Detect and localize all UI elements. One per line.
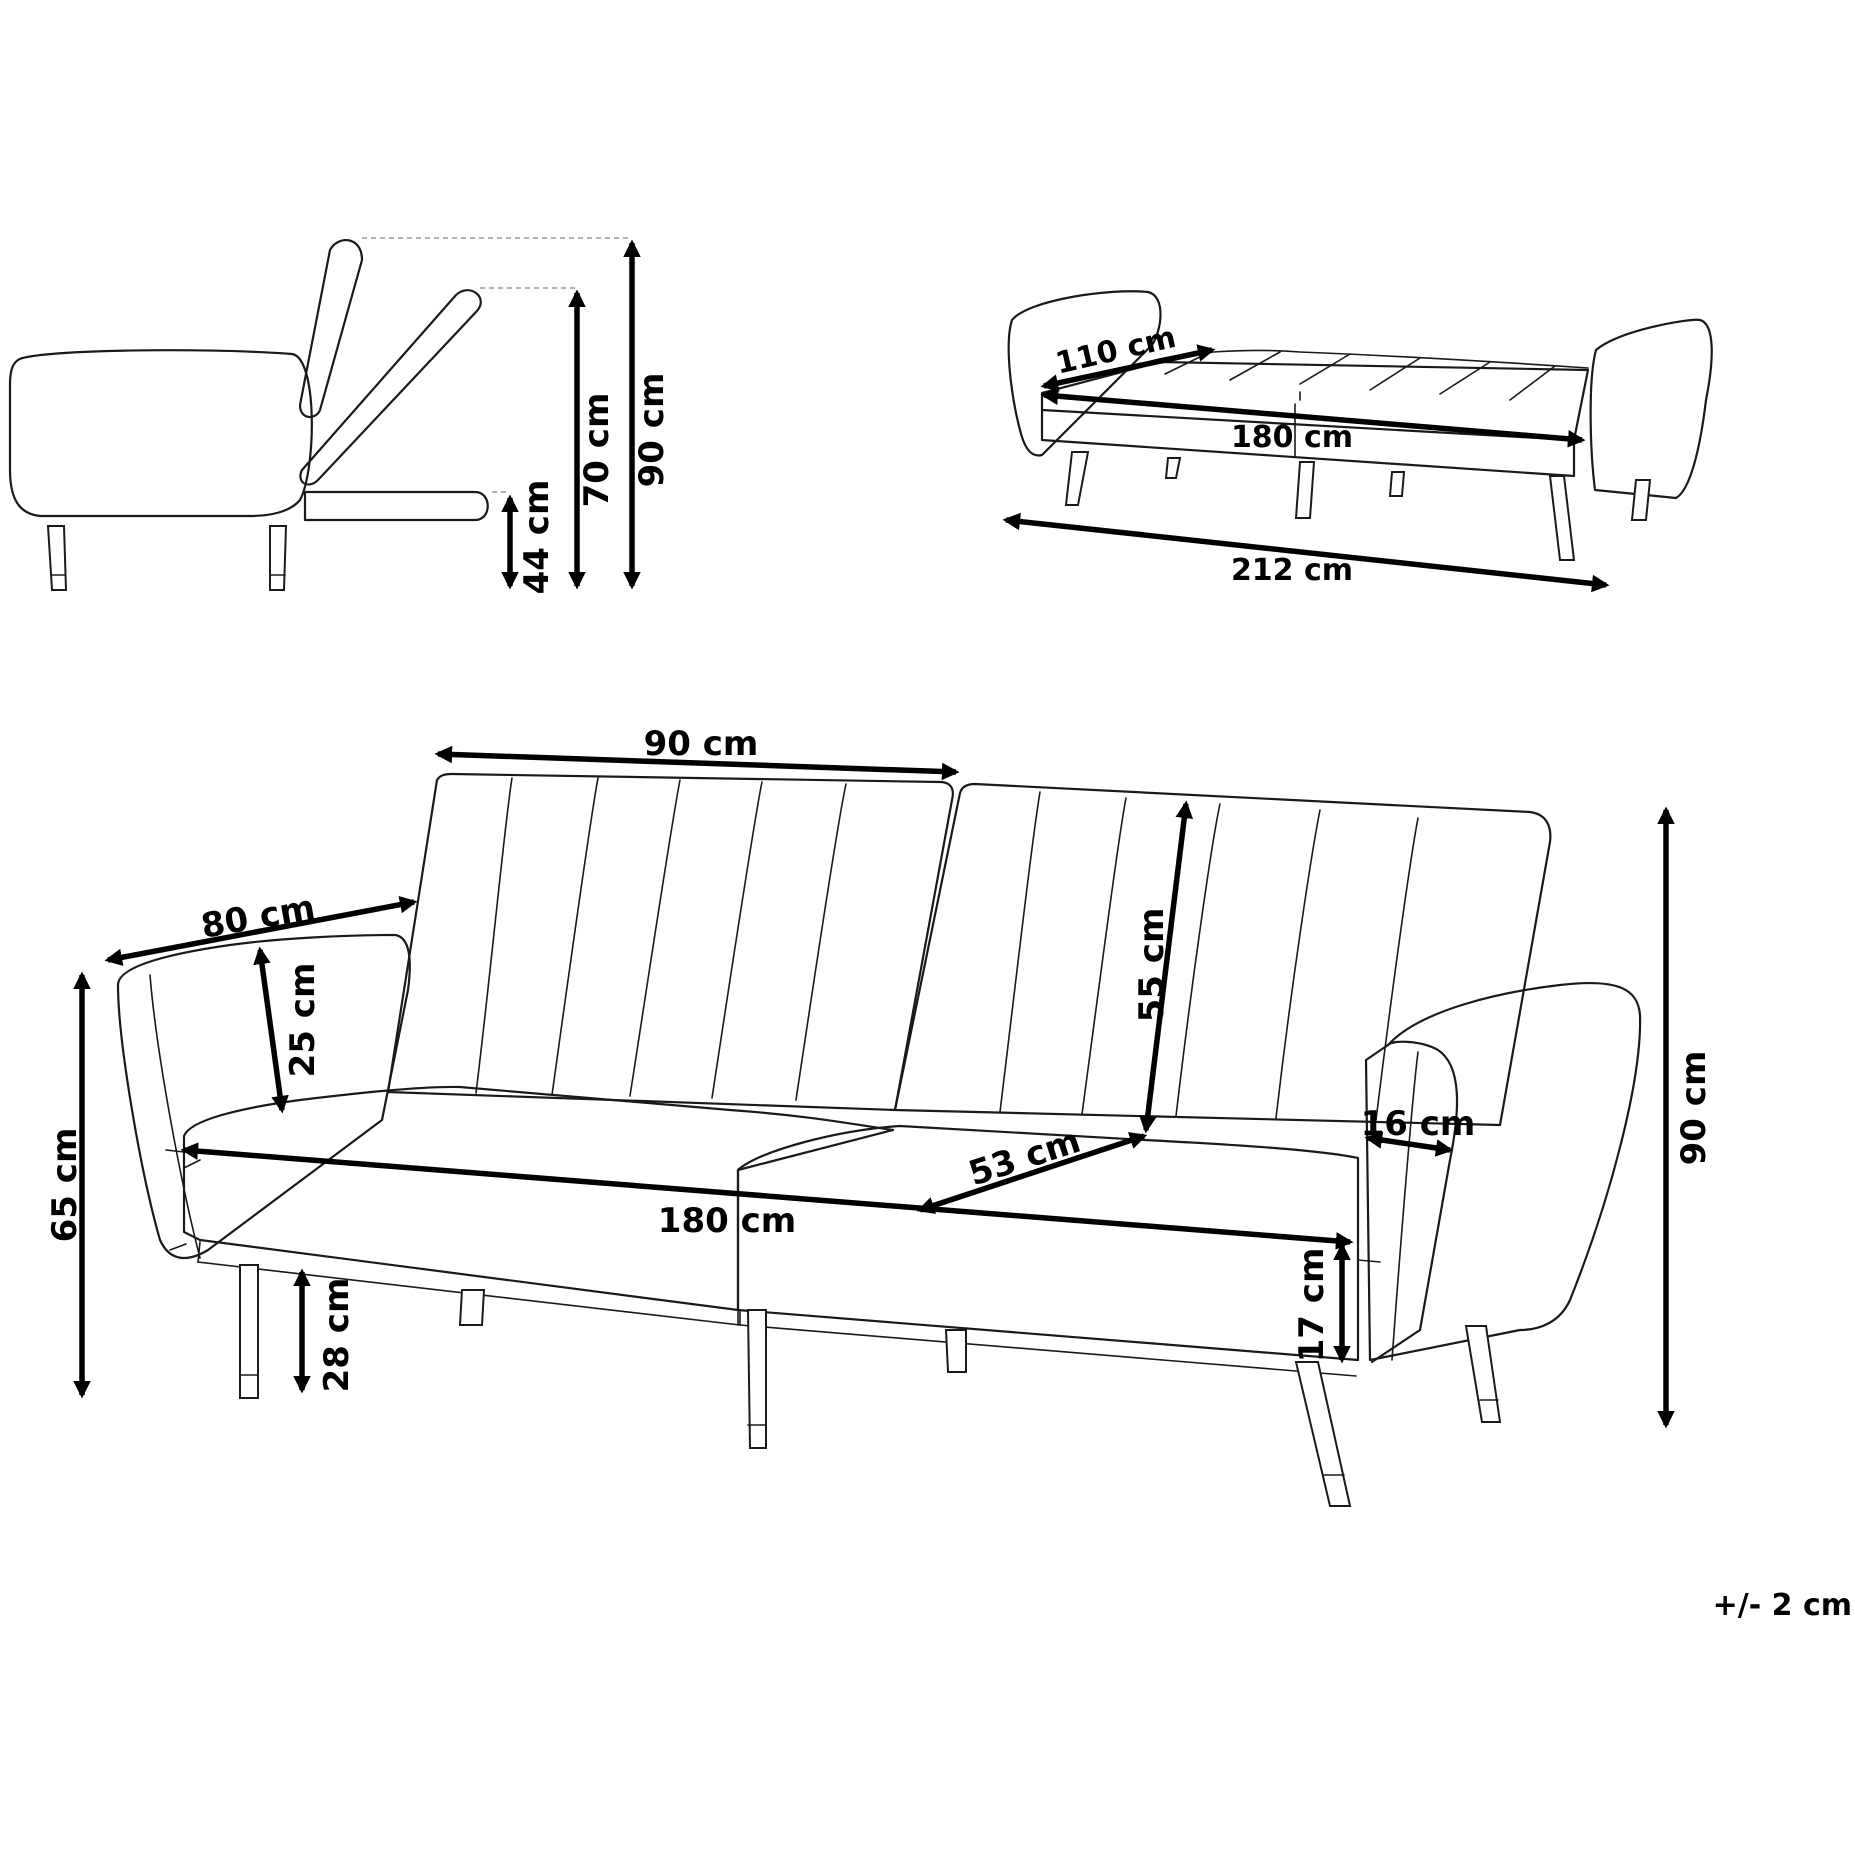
backrest-height-arrow (1138, 800, 1194, 1134)
label-bed-total-width: 212 cm (1231, 553, 1353, 588)
armrest-width-arrow (1364, 1131, 1454, 1157)
label-backrest-width: 90 cm (644, 724, 759, 764)
label-seat-width: 180 cm (658, 1201, 796, 1241)
armrest-height-above-seat-arrow (253, 946, 289, 1114)
label-armrest-height: 65 cm (45, 1128, 85, 1243)
label-seat-thickness: 17 cm (1292, 1248, 1332, 1363)
label-bed-length: 180 cm (1231, 420, 1353, 455)
tolerance-note: +/- 2 cm (1713, 1588, 1852, 1623)
label-side-reclined-height: 70 cm (577, 393, 617, 508)
backrest-width-arrow (434, 745, 960, 781)
label-armrest-width: 16 cm (1361, 1104, 1476, 1144)
label-leg-height: 28 cm (317, 1278, 357, 1393)
label-side-lying-height: 44 cm (517, 480, 557, 595)
seat-width-arrow (180, 1142, 1354, 1250)
label-side-upright-height: 90 cm (632, 373, 672, 488)
bed-view-drawing (1007, 290, 1713, 561)
bed-depth-arrow (1040, 344, 1216, 392)
label-total-height: 90 cm (1674, 1051, 1714, 1166)
total-depth-arrow (104, 895, 418, 967)
bed-total-width-arrow (1002, 512, 1610, 593)
front-view-drawing (116, 772, 1642, 1507)
bed-length-arrow (1040, 387, 1586, 448)
label-seat-depth: 53 cm (964, 1121, 1085, 1194)
side-view-drawing (8, 237, 630, 591)
label-backrest-height: 55 cm (1132, 908, 1172, 1023)
seat-depth-arrow (916, 1132, 1148, 1214)
label-armrest-height-above-seat: 25 cm (283, 963, 323, 1078)
